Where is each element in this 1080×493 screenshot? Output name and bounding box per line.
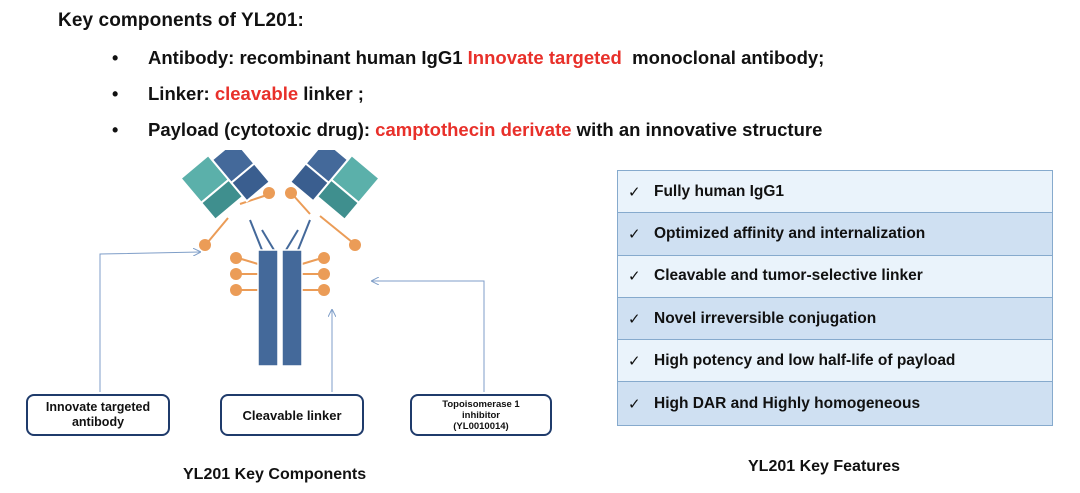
label-line: Innovate targeted xyxy=(45,400,151,414)
bullet-linker: • Linker: cleavable linker ; xyxy=(112,82,824,118)
pointer-arrows xyxy=(99,252,485,392)
bullet-dot: • xyxy=(112,84,119,104)
bullet-highlight: camptothecin derivate xyxy=(375,119,572,140)
page-heading: Key components of YL201: xyxy=(58,10,304,31)
label-topoisomerase-inhibitor: Topoisomerase 1 inhibitor (YL0010014) xyxy=(410,394,552,436)
feature-text: High potency and low half-life of payloa… xyxy=(654,351,956,369)
label-line: (YL0010014) xyxy=(453,420,509,432)
check-icon: ✓ xyxy=(628,352,641,370)
feature-text: High DAR and Highly homogeneous xyxy=(654,394,921,412)
feature-text: Fully human IgG1 xyxy=(654,182,785,200)
feature-row: ✓ Optimized affinity and internalization xyxy=(618,213,1052,256)
bullet-text: Linker: xyxy=(148,83,215,104)
feature-row: ✓ High potency and low half-life of paylo… xyxy=(618,340,1052,383)
bullet-text: linker ; xyxy=(298,83,364,104)
bullet-payload: • Payload (cytotoxic drug): camptothecin … xyxy=(112,118,824,154)
bullet-text: monoclonal antibody; xyxy=(621,47,825,68)
bullet-highlight: Innovate targeted xyxy=(467,47,622,68)
payload-dots xyxy=(199,187,361,296)
label-targeted-antibody: Innovate targeted antibody xyxy=(26,394,170,436)
bullet-text: with an innovative structure xyxy=(571,119,823,140)
check-icon: ✓ xyxy=(628,225,641,243)
label-line: inhibitor xyxy=(462,409,500,421)
component-bullet-list: • Antibody: recombinant human IgG1 Innova… xyxy=(112,46,824,154)
label-line: antibody xyxy=(71,415,125,429)
bullet-dot: • xyxy=(112,48,119,68)
feature-text: Novel irreversible conjugation xyxy=(654,309,877,327)
label-cleavable-linker: Cleavable linker xyxy=(220,394,364,436)
check-icon: ✓ xyxy=(628,395,641,413)
check-icon: ✓ xyxy=(628,268,641,286)
check-icon: ✓ xyxy=(628,310,641,328)
linker-connectors xyxy=(207,194,353,291)
feature-text: Optimized affinity and internalization xyxy=(654,224,926,242)
label-line: Topoisomerase 1 xyxy=(442,398,520,410)
features-table: ✓ Fully human IgG1 ✓ Optimized affinity an… xyxy=(617,170,1053,426)
bullet-highlight: cleavable xyxy=(214,83,299,104)
left-fab-arm xyxy=(179,150,272,222)
feature-row: ✓ Fully human IgG1 xyxy=(618,171,1052,214)
label-line: Cleavable linker xyxy=(242,407,342,423)
antibody-diagram xyxy=(99,150,485,392)
components-caption: YL201 Key Components xyxy=(183,466,367,483)
feature-row: ✓ High DAR and Highly homogeneous xyxy=(618,382,1052,425)
right-fab-arm xyxy=(288,150,381,222)
heavy-chain-left xyxy=(257,249,279,367)
feature-row: ✓ Novel irreversible conjugation xyxy=(618,297,1052,341)
feature-row: ✓ Cleavable and tumor-selective linker xyxy=(618,255,1052,298)
features-caption: YL201 Key Features xyxy=(748,458,901,475)
bullet-text: Payload (cytotoxic drug): xyxy=(148,119,376,140)
feature-text: Cleavable and tumor-selective linker xyxy=(654,267,923,285)
bullet-antibody: • Antibody: recombinant human IgG1 Innova… xyxy=(112,46,824,82)
heavy-chain-right xyxy=(281,249,303,367)
check-icon: ✓ xyxy=(628,183,641,201)
bullet-text: Antibody: recombinant human IgG1 xyxy=(148,47,468,68)
bullet-dot: • xyxy=(112,120,119,140)
hinge-lines xyxy=(249,219,311,251)
